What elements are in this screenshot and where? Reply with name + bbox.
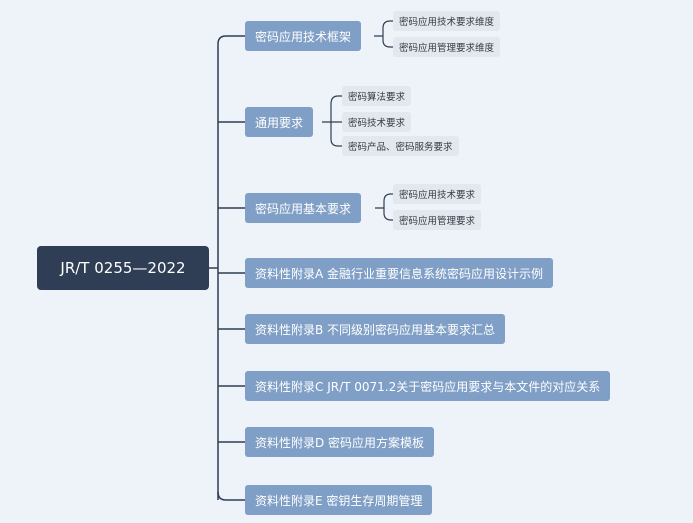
branch-node-4[interactable]: 资料性附录A 金融行业重要信息系统密码应用设计示例 — [245, 258, 554, 288]
leaf-node-2-1[interactable]: 密码算法要求 — [342, 86, 412, 106]
branch-label: 资料性附录B 不同级别密码应用基本要求汇总 — [255, 322, 496, 337]
branch-label: 资料性附录A 金融行业重要信息系统密码应用设计示例 — [255, 266, 544, 281]
leaf-label: 密码技术要求 — [348, 118, 406, 129]
branch-node-7[interactable]: 资料性附录D 密码应用方案模板 — [245, 427, 435, 457]
leaf-line-1 — [374, 20, 393, 48]
leaf-node-1-2[interactable]: 密码应用管理要求维度 — [393, 37, 501, 57]
leaf-node-2-2[interactable]: 密码技术要求 — [342, 112, 412, 132]
leaf-node-3-2[interactable]: 密码应用管理要求 — [393, 210, 482, 230]
leaf-label: 密码应用管理要求 — [399, 216, 476, 227]
root-label: JR/T 0255—2022 — [60, 259, 186, 277]
branch-node-8[interactable]: 资料性附录E 密钥生存周期管理 — [245, 485, 433, 515]
branch-line-1 — [217, 35, 245, 45]
branch-label: 通用要求 — [255, 115, 304, 130]
branch-label: 密码应用基本要求 — [255, 201, 352, 216]
leaf-label: 密码产品、密码服务要求 — [348, 142, 453, 153]
leaf-node-2-3[interactable]: 密码产品、密码服务要求 — [342, 136, 459, 156]
branch-label: 资料性附录D 密码应用方案模板 — [255, 435, 425, 450]
branch-node-6[interactable]: 资料性附录C JR/T 0071.2关于密码应用要求与本文件的对应关系 — [245, 371, 611, 401]
leaf-node-1-1[interactable]: 密码应用技术要求维度 — [393, 11, 501, 31]
branch-node-2[interactable]: 通用要求 — [245, 107, 314, 137]
branch-label: 资料性附录C JR/T 0071.2关于密码应用要求与本文件的对应关系 — [255, 379, 601, 394]
branch-label: 密码应用技术框架 — [255, 29, 352, 44]
branch-line-8 — [217, 491, 245, 501]
branch-node-1[interactable]: 密码应用技术框架 — [245, 21, 362, 51]
leaf-line-3 — [375, 193, 393, 221]
branch-label: 资料性附录E 密钥生存周期管理 — [255, 493, 423, 508]
leaf-label: 密码应用技术要求维度 — [399, 17, 495, 28]
root-node[interactable]: JR/T 0255—2022 — [37, 246, 209, 290]
leaf-label: 密码应用管理要求维度 — [399, 43, 495, 54]
leaf-node-3-1[interactable]: 密码应用技术要求 — [393, 184, 482, 204]
leaf-label: 密码算法要求 — [348, 92, 406, 103]
branch-node-5[interactable]: 资料性附录B 不同级别密码应用基本要求汇总 — [245, 314, 506, 344]
leaf-label: 密码应用技术要求 — [399, 190, 476, 201]
leaf-line-2 — [322, 95, 342, 147]
branch-node-3[interactable]: 密码应用基本要求 — [245, 193, 362, 223]
